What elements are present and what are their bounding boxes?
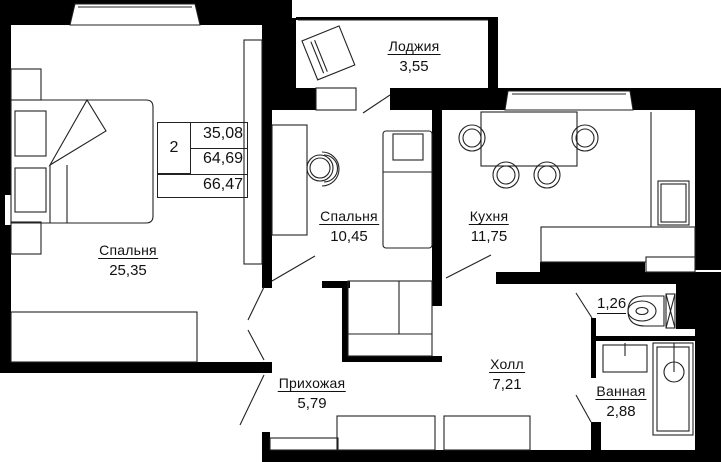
room-area: 25,35 [109, 262, 147, 280]
total-area-with-loggia-value: 66,47 [202, 176, 243, 193]
room-area: 10,45 [330, 228, 368, 246]
room-label-bedroom-large: Спальня 25,35 [98, 242, 158, 280]
room-label-loggia: Лоджия 3,55 [387, 38, 441, 76]
room-area: 7,21 [492, 376, 522, 394]
room-label-kitchen: Кухня 11,75 [468, 208, 510, 246]
room-name: Спальня [319, 208, 379, 226]
furniture [10, 25, 696, 451]
apartment-summary-table: 2 35,08 64,69 66,47 [157, 122, 248, 198]
room-name: Ванная [595, 383, 647, 401]
room-name: Лоджия [387, 38, 441, 56]
total-area-value: 64,69 [202, 150, 243, 167]
windows [69, 3, 634, 111]
room-label-hallway: Прихожая 5,79 [277, 375, 347, 413]
room-label-hall: Холл 7,21 [489, 356, 525, 394]
room-label-bathroom: Ванная 2,88 [595, 383, 647, 421]
room-area: 5,79 [297, 395, 327, 413]
divider [191, 148, 247, 149]
room-label-wc-area: 1,26 [597, 295, 627, 314]
room-name: Холл [489, 356, 525, 374]
divider [158, 174, 247, 175]
room-name: Прихожая [277, 375, 347, 393]
room-name: Спальня [98, 242, 158, 260]
room-area: 2,88 [606, 403, 636, 421]
room-name: Кухня [468, 208, 510, 226]
living-area-value: 35,08 [202, 125, 243, 142]
room-area: 11,75 [470, 228, 508, 246]
room-label-bedroom-small: Спальня 10,45 [319, 208, 379, 246]
room-area: 3,55 [399, 58, 429, 76]
rooms-count: 2 [158, 123, 191, 174]
